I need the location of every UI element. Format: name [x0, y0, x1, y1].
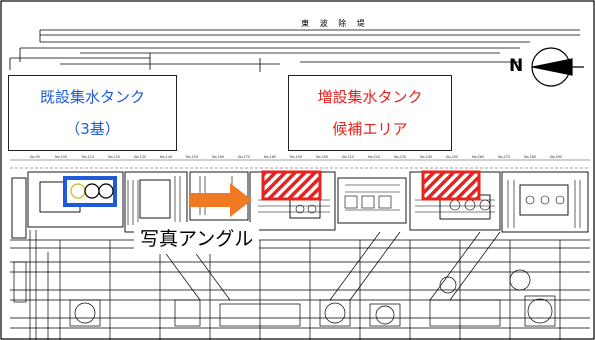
- svg-text:No.290: No.290: [550, 155, 562, 159]
- svg-text:No.140: No.140: [160, 155, 172, 159]
- svg-text:No.280: No.280: [524, 155, 536, 159]
- chainage-ticks: No.90 No.100 No.110 No.120 No.130 No.140 No.…: [30, 155, 562, 159]
- candidate-area-title: 増設集水タンク: [317, 88, 423, 106]
- svg-text:No.200: No.200: [316, 155, 328, 159]
- breakwater-label: 東 波 除 堤: [301, 19, 369, 28]
- existing-tank-count: （3基）: [65, 120, 120, 138]
- svg-text:No.270: No.270: [498, 155, 510, 159]
- candidate-area-marker-east: [421, 170, 481, 201]
- candidate-area-label-box: 増設集水タンク 候補エリア: [288, 75, 452, 151]
- svg-text:No.110: No.110: [82, 155, 94, 159]
- photo-angle-arrow: [190, 183, 252, 217]
- svg-text:No.170: No.170: [238, 155, 250, 159]
- candidate-area-subtitle: 候補エリア: [332, 120, 408, 138]
- candidate-area-marker-west: [261, 170, 322, 201]
- svg-text:No.260: No.260: [472, 155, 484, 159]
- north-arrow-symbol: [531, 47, 584, 87]
- existing-tank-3: [98, 183, 114, 199]
- svg-text:No.220: No.220: [368, 155, 380, 159]
- svg-text:No.160: No.160: [212, 155, 224, 159]
- svg-text:No.130: No.130: [134, 155, 146, 159]
- svg-text:No.250: No.250: [446, 155, 458, 159]
- svg-text:No.240: No.240: [420, 155, 432, 159]
- svg-text:No.120: No.120: [108, 155, 120, 159]
- existing-tank-label-box: 既設集水タンク （3基）: [8, 75, 177, 151]
- north-label: N: [509, 56, 524, 76]
- existing-tank-1: [70, 183, 86, 199]
- svg-text:No.150: No.150: [186, 155, 198, 159]
- existing-tank-title: 既設集水タンク: [39, 88, 145, 106]
- photo-angle-label: 写真アングル: [134, 222, 260, 254]
- existing-tank-marker: [63, 176, 117, 207]
- svg-text:No.90: No.90: [30, 155, 40, 159]
- svg-text:No.230: No.230: [394, 155, 406, 159]
- svg-text:No.100: No.100: [55, 155, 67, 159]
- breakwater-lines: [9, 29, 580, 72]
- existing-tank-2: [84, 183, 100, 199]
- lower-structure-linework: [10, 231, 590, 340]
- chainage-scale: [10, 159, 590, 169]
- svg-text:No.210: No.210: [342, 155, 354, 159]
- svg-text:No.190: No.190: [290, 155, 302, 159]
- svg-text:No.180: No.180: [264, 155, 276, 159]
- left-edge-detail: [13, 230, 49, 340]
